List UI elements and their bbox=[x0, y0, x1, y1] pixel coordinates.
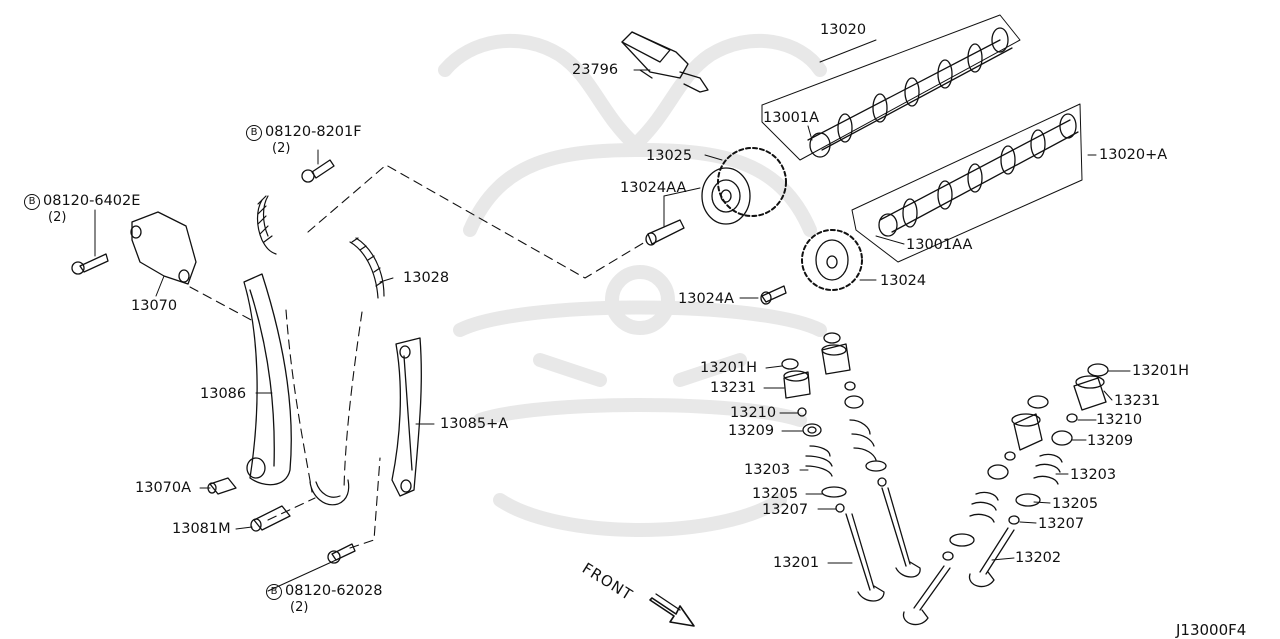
bolt-08120-6402E bbox=[71, 253, 109, 275]
part-label-23796: 23796 bbox=[572, 62, 619, 78]
chain-guide-13086 bbox=[243, 273, 292, 486]
part-label-13209-right: 13209 bbox=[1087, 433, 1134, 449]
part-label-13207-left: 13207 bbox=[762, 502, 809, 518]
timing-chain-13028 bbox=[256, 195, 385, 299]
bolt-08120-62028 bbox=[327, 543, 356, 564]
part-label-13001AA: 13001AA bbox=[906, 237, 973, 253]
timing-chain-lower bbox=[309, 479, 350, 506]
circled-b-icon: B bbox=[266, 584, 282, 600]
bolt-08120-8201F bbox=[301, 159, 335, 183]
camshaft-13020 bbox=[807, 27, 1013, 158]
part-label-13203-right: 13203 bbox=[1070, 467, 1117, 483]
part-label-13001A: 13001A bbox=[763, 110, 820, 126]
vtc-sprocket-13025 bbox=[701, 147, 787, 225]
bolt-qty-08120-62028: (2) bbox=[290, 600, 309, 615]
part-label-13085A: 13085+A bbox=[440, 416, 509, 432]
part-label-13201: 13201 bbox=[773, 555, 820, 571]
part-label-13207-right: 13207 bbox=[1038, 516, 1085, 532]
watermark-logo bbox=[438, 33, 827, 537]
dashed-leaders bbox=[189, 164, 646, 549]
part-label-13205-right: 13205 bbox=[1052, 496, 1099, 512]
cam-sprocket-13024 bbox=[801, 229, 863, 291]
part-label-13028: 13028 bbox=[403, 270, 450, 286]
part-label-13020A: 13020+A bbox=[1099, 147, 1168, 163]
bolt-qty-08120-8201F: (2) bbox=[272, 141, 291, 156]
camshaft-box-13020A bbox=[851, 103, 1083, 263]
plunger-13070A bbox=[207, 477, 237, 495]
tensioner-13081M bbox=[250, 505, 291, 532]
part-label-13210-left: 13210 bbox=[730, 405, 777, 421]
part-label-13231-right: 13231 bbox=[1114, 393, 1161, 409]
diagram-id: J13000F4 bbox=[1176, 621, 1247, 639]
part-label-13070A: 13070A bbox=[135, 480, 192, 496]
part-label-13210-right: 13210 bbox=[1096, 412, 1143, 428]
part-label-13205-left: 13205 bbox=[752, 486, 799, 502]
bolt-13024A bbox=[760, 285, 787, 305]
leader-lines bbox=[94, 39, 1131, 592]
valve-stack-centre bbox=[821, 332, 921, 578]
part-label-13070: 13070 bbox=[131, 298, 178, 314]
part-label-13020: 13020 bbox=[820, 22, 867, 38]
front-arrow-icon bbox=[649, 593, 695, 627]
part-label-13209-left: 13209 bbox=[728, 423, 775, 439]
bolt-qty-08120-6402E: (2) bbox=[48, 210, 67, 225]
tensioner-13070 bbox=[130, 211, 197, 285]
part-label-13203-left: 13203 bbox=[744, 462, 791, 478]
part-label-13231-left: 13231 bbox=[710, 380, 757, 396]
part-label-13086: 13086 bbox=[200, 386, 247, 402]
part-label-13201H-right: 13201H bbox=[1132, 363, 1190, 379]
chain-guide-13085A bbox=[391, 337, 422, 497]
part-label-13024: 13024 bbox=[880, 273, 927, 289]
valve-stack-right bbox=[968, 363, 1109, 588]
part-label-13201H-left: 13201H bbox=[700, 360, 758, 376]
camshaft-13020A bbox=[878, 113, 1079, 237]
bolt-13024AA bbox=[645, 219, 685, 246]
part-label-13025: 13025 bbox=[646, 148, 693, 164]
vtc-solenoid-23796 bbox=[621, 31, 709, 93]
circled-b-icon: B bbox=[24, 194, 40, 210]
circled-b-icon: B bbox=[246, 125, 262, 141]
part-label-13024A: 13024A bbox=[678, 291, 735, 307]
part-label-13202: 13202 bbox=[1015, 550, 1062, 566]
valve-stack-left bbox=[781, 358, 885, 602]
camshaft-box-13020 bbox=[761, 14, 1021, 161]
valve-stack-right-2 bbox=[902, 395, 1049, 626]
part-label-13024AA: 13024AA bbox=[620, 180, 687, 196]
part-label-13081M: 13081M bbox=[172, 521, 231, 537]
